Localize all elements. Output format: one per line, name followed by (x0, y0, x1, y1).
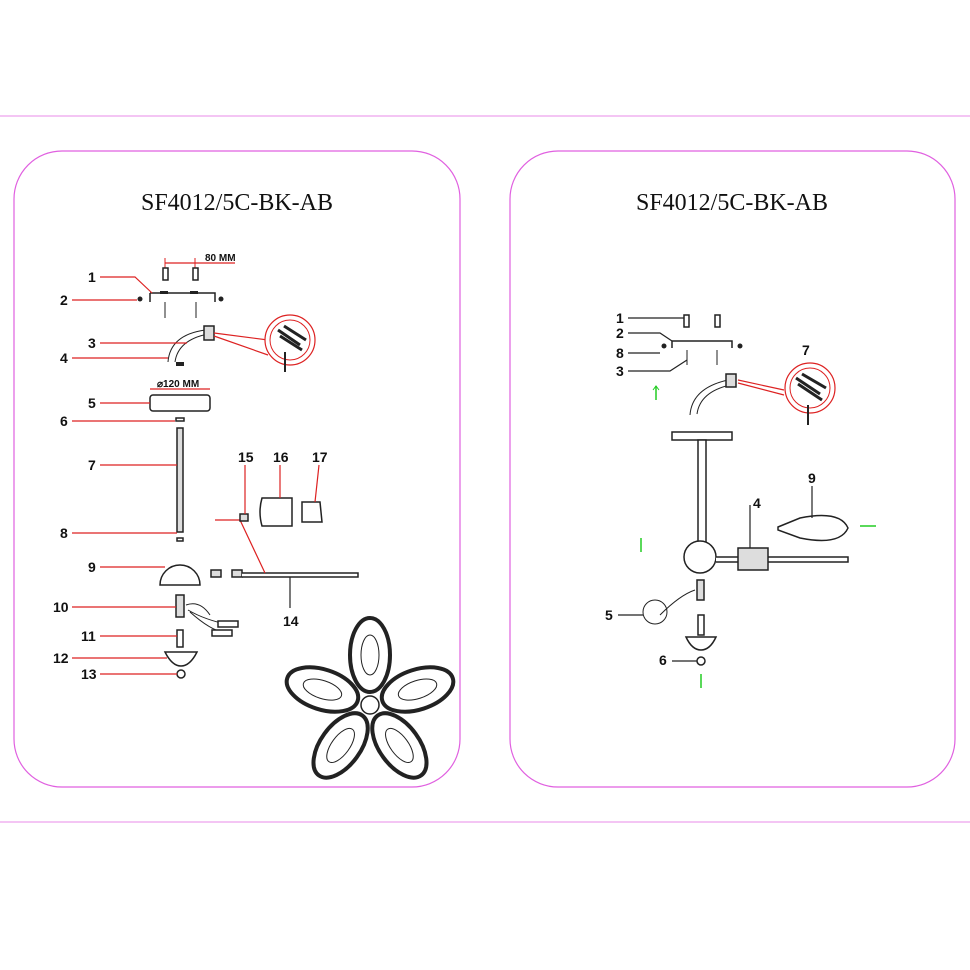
svg-text:6: 6 (60, 413, 68, 429)
right-panel-frame (509, 150, 956, 788)
svg-text:14: 14 (283, 613, 299, 629)
socket-cap (301, 501, 323, 523)
wire-connector (167, 314, 316, 372)
svg-text:8: 8 (616, 345, 624, 361)
finial (696, 656, 706, 666)
socket-ring (239, 513, 249, 522)
up-arrow-head (652, 385, 660, 391)
svg-text:12: 12 (53, 650, 69, 666)
bottom-cup (684, 636, 718, 651)
wire-connector (689, 362, 836, 425)
left-panel-title: SF4012/5C-BK-AB (141, 190, 333, 216)
canopy: ⌀120 MM (149, 379, 211, 412)
svg-text:80 MM: 80 MM (205, 253, 236, 264)
svg-text:7: 7 (802, 342, 810, 358)
svg-text:16: 16 (273, 449, 289, 465)
mounting-bracket (661, 314, 743, 365)
svg-text:11: 11 (81, 628, 96, 644)
right-panel: SF4012/5C-BK-AB (509, 150, 956, 788)
svg-text:5: 5 (88, 395, 96, 411)
left-leader-lines (72, 276, 320, 675)
mounting-bracket (137, 267, 224, 318)
svg-text:2: 2 (60, 292, 68, 308)
left-panel: SF4012/5C-BK-AB 80 MM (13, 150, 461, 788)
wiring-block (175, 594, 239, 637)
svg-text:7: 7 (88, 457, 96, 473)
bolt (176, 629, 184, 648)
svg-text:6: 6 (659, 652, 667, 668)
nut (175, 417, 185, 422)
svg-text:9: 9 (808, 470, 816, 486)
dimension-mount-spacing: 80 MM (164, 253, 236, 268)
svg-text:10: 10 (53, 599, 69, 615)
socket (259, 497, 293, 527)
arm (210, 519, 359, 578)
svg-text:9: 9 (88, 559, 96, 575)
bolt (697, 614, 705, 636)
svg-text:15: 15 (238, 449, 254, 465)
arm-with-socket (716, 505, 849, 571)
right-leader-lines (618, 317, 697, 662)
svg-text:8: 8 (60, 525, 68, 541)
svg-text:2: 2 (616, 325, 624, 341)
sphere-hub (159, 564, 201, 586)
svg-text:4: 4 (753, 495, 761, 511)
left-part-labels: 1 2 3 4 5 6 7 8 9 10 11 12 13 14 15 16 1… (53, 269, 328, 682)
svg-text:1: 1 (616, 310, 624, 326)
svg-text:3: 3 (88, 335, 96, 351)
svg-text:4: 4 (60, 350, 68, 366)
canopy-and-rod (671, 431, 733, 546)
svg-text:1: 1 (88, 269, 96, 285)
left-panel-frame (13, 150, 461, 788)
svg-text:5: 5 (605, 607, 613, 623)
edison-bulb (777, 514, 849, 542)
bottom-cup (163, 651, 199, 667)
svg-text:17: 17 (312, 449, 328, 465)
finial (176, 669, 186, 679)
wiring-block (642, 579, 705, 625)
fixture-top-view (284, 616, 456, 780)
right-part-labels: 1 2 8 3 7 9 4 5 6 (605, 310, 816, 668)
svg-text:13: 13 (81, 666, 97, 682)
svg-text:3: 3 (616, 363, 624, 379)
sphere-hub (683, 540, 717, 574)
right-panel-title: SF4012/5C-BK-AB (636, 190, 828, 216)
washer (176, 537, 184, 542)
rod (176, 427, 184, 533)
svg-text:⌀120 MM: ⌀120 MM (157, 379, 199, 390)
